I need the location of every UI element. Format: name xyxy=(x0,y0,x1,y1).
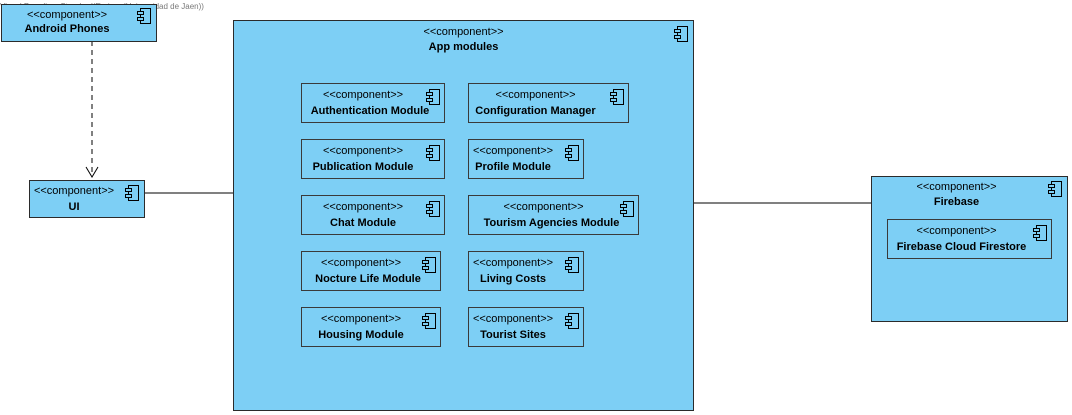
living-costs-component[interactable]: <<component>> Living Costs xyxy=(468,251,584,291)
component-icon xyxy=(426,201,440,217)
chat-module-component[interactable]: <<component>> Chat Module xyxy=(301,195,445,235)
component-icon xyxy=(426,89,440,105)
nocture-life-module-component[interactable]: <<component>> Nocture Life Module xyxy=(301,251,441,291)
stereotype-label: <<component>> xyxy=(472,257,554,269)
stereotype-label: <<component>> xyxy=(322,145,404,157)
component-icon xyxy=(422,313,436,329)
dependency-arrowhead xyxy=(85,166,99,178)
stereotype-label: <<component>> xyxy=(26,9,108,21)
ui-component[interactable]: <<component>> UI xyxy=(29,180,145,218)
component-name: UI xyxy=(68,201,80,213)
component-name: Authentication Module xyxy=(310,105,430,117)
stereotype-label: <<component>> xyxy=(423,26,504,38)
app-modules-component[interactable]: <<component>> App modules <<component>> … xyxy=(233,20,694,411)
component-icon xyxy=(565,257,579,273)
component-icon xyxy=(422,257,436,273)
component-name: Housing Module xyxy=(318,329,404,341)
stereotype-label: <<component>> xyxy=(472,145,554,157)
tourism-agencies-module-component[interactable]: <<component>> Tourism Agencies Module xyxy=(468,195,639,235)
component-icon xyxy=(1033,225,1047,241)
stereotype-label: <<component>> xyxy=(495,89,576,101)
component-name: Tourism Agencies Module xyxy=(483,217,620,229)
component-name: Firebase Cloud Firestore xyxy=(896,241,1027,253)
component-icon xyxy=(620,201,634,217)
component-icon xyxy=(426,145,440,161)
firebase-cloud-firestore-component[interactable]: <<component>> Firebase Cloud Firestore xyxy=(887,219,1052,259)
tourist-sites-component[interactable]: <<component>> Tourist Sites xyxy=(468,307,584,347)
component-name: Profile Module xyxy=(475,161,551,173)
stereotype-label: <<component>> xyxy=(916,225,997,237)
stereotype-label: <<component>> xyxy=(320,257,402,269)
component-name: App modules xyxy=(428,41,499,53)
authentication-module-component[interactable]: <<component>> Authentication Module xyxy=(301,83,445,123)
stereotype-label: <<component>> xyxy=(472,313,554,325)
stereotype-label: <<component>> xyxy=(322,201,404,213)
component-name: Publication Module xyxy=(312,161,414,173)
component-icon xyxy=(565,313,579,329)
component-icon xyxy=(565,145,579,161)
housing-module-component[interactable]: <<component>> Housing Module xyxy=(301,307,441,347)
configuration-manager-component[interactable]: <<component>> Configuration Manager xyxy=(468,83,629,123)
android-phones-component[interactable]: <<component>> Android Phones xyxy=(1,4,157,42)
component-name: Nocture Life Module xyxy=(315,273,421,285)
stereotype-label: <<component>> xyxy=(503,201,584,213)
stereotype-label: <<component>> xyxy=(320,313,402,325)
stereotype-label: <<component>> xyxy=(33,185,115,197)
component-name: Chat Module xyxy=(330,217,396,229)
component-name: Firebase xyxy=(933,196,980,208)
stereotype-label: <<component>> xyxy=(322,89,404,101)
component-icon xyxy=(610,89,624,105)
firebase-component[interactable]: <<component>> Firebase <<component>> Fir… xyxy=(871,176,1068,322)
component-name: Android Phones xyxy=(24,23,110,35)
component-icon xyxy=(137,8,151,24)
component-name: Configuration Manager xyxy=(475,105,596,117)
component-name: Living Costs xyxy=(479,273,546,285)
publication-module-component[interactable]: <<component>> Publication Module xyxy=(301,139,445,179)
component-icon xyxy=(674,26,688,42)
component-name: Tourist Sites xyxy=(480,329,546,341)
stereotype-label: <<component>> xyxy=(916,181,997,193)
component-icon xyxy=(125,185,139,201)
component-icon xyxy=(1048,181,1062,197)
profile-module-component[interactable]: <<component>> Profile Module xyxy=(468,139,584,179)
